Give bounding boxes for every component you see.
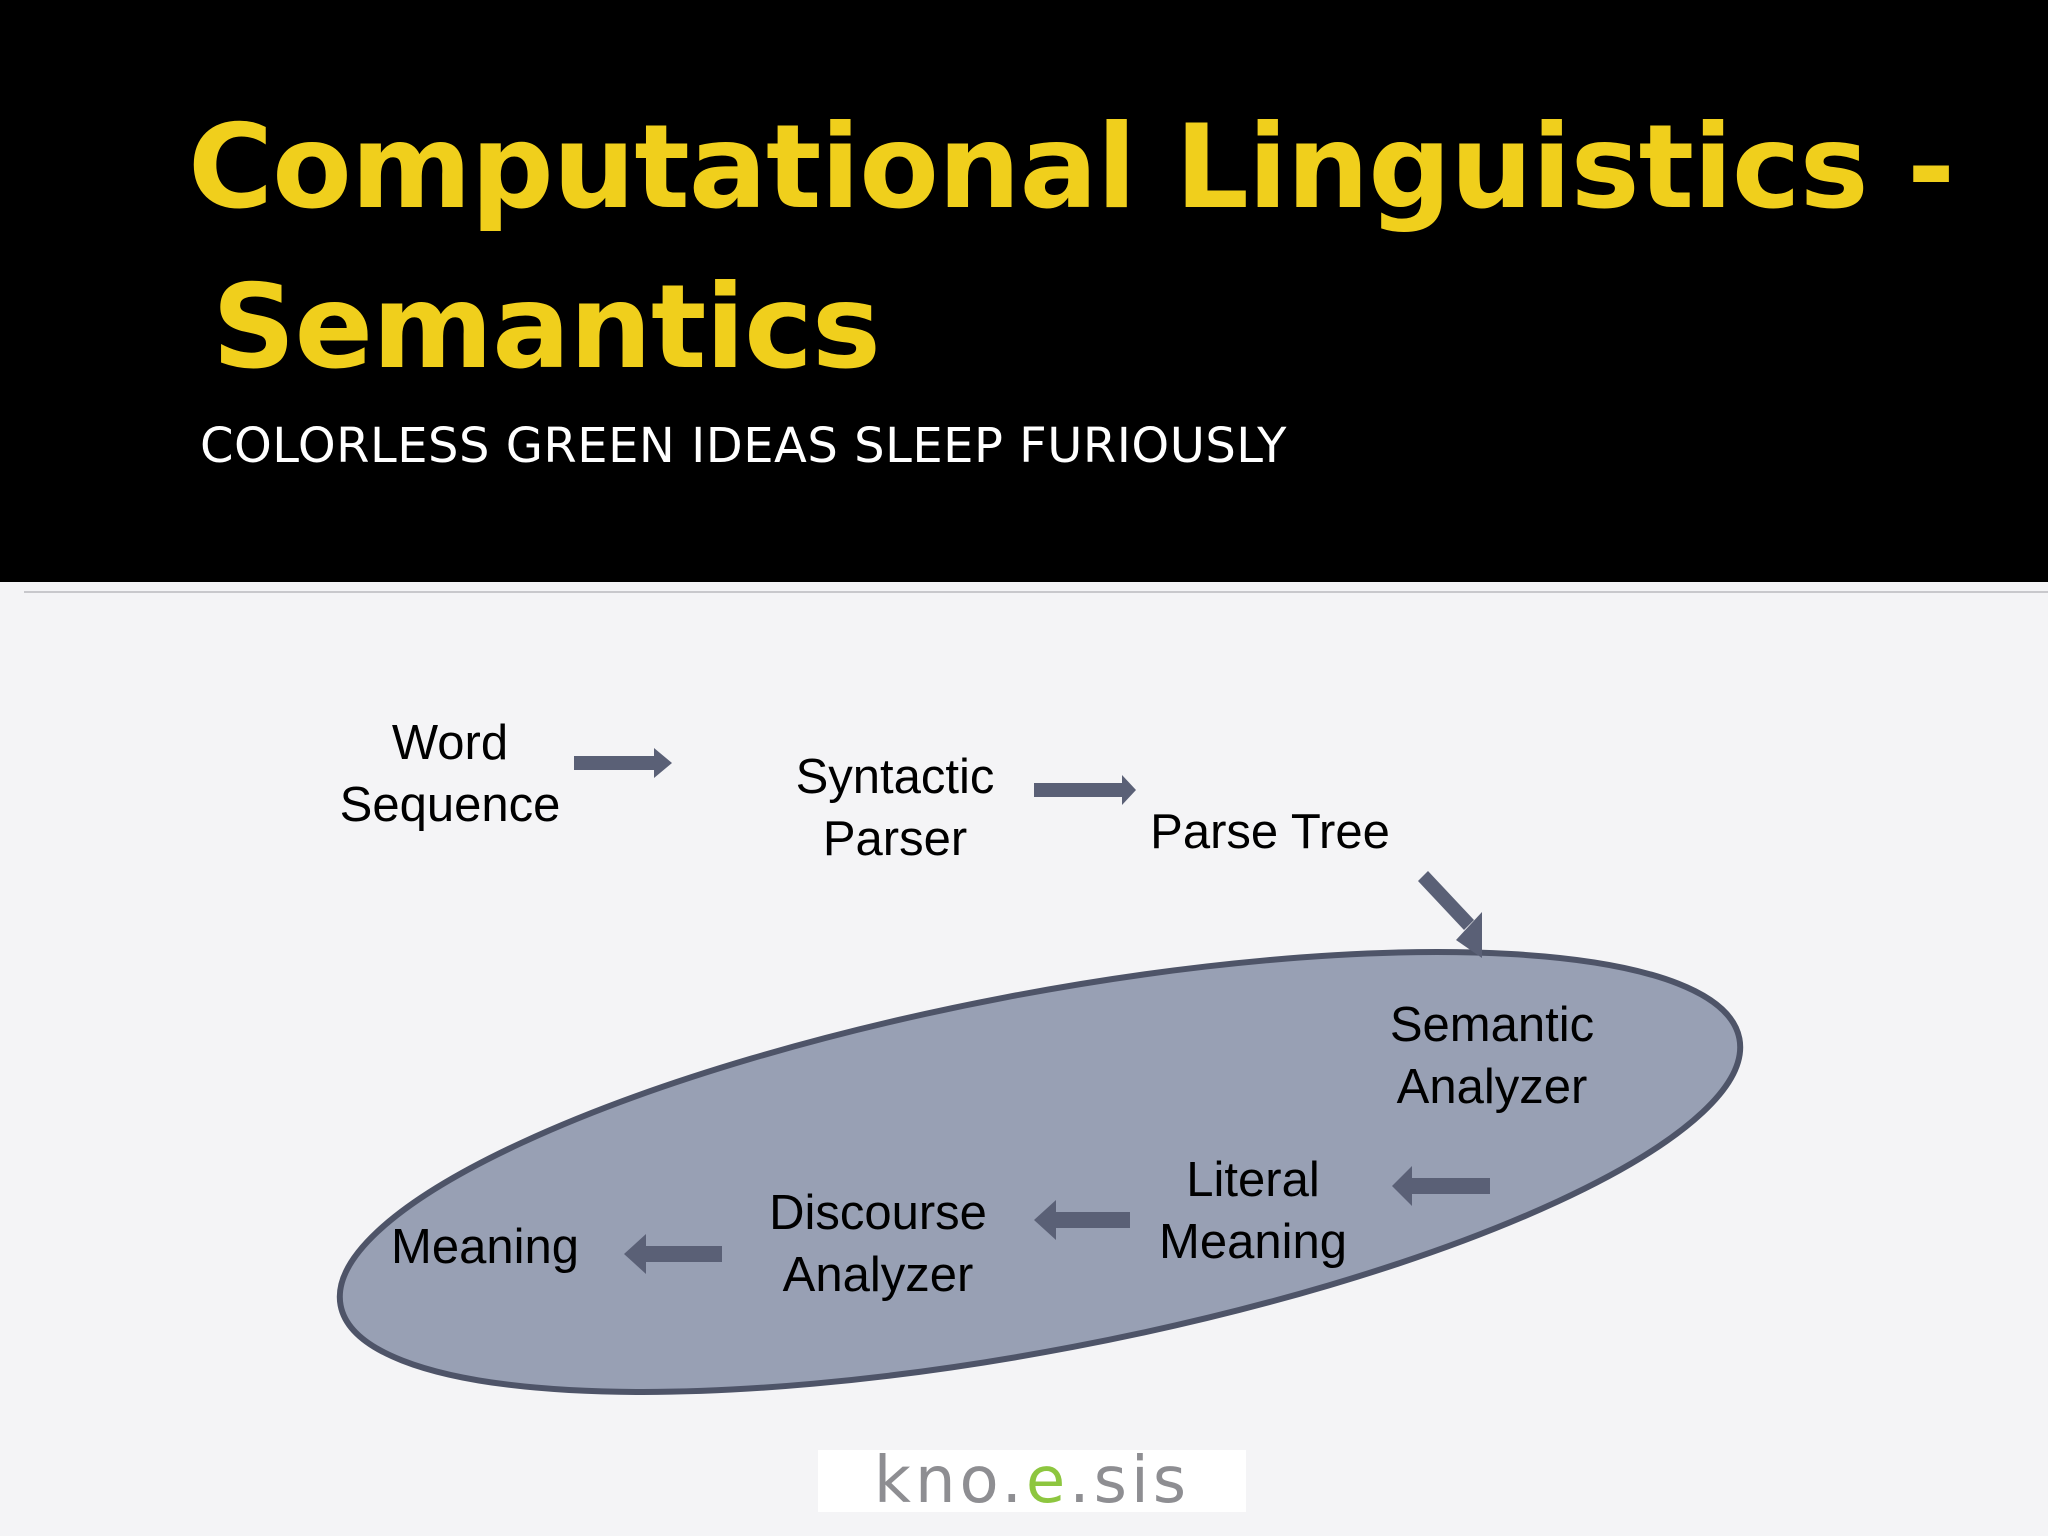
node-label: Analyzer bbox=[1396, 1060, 1588, 1114]
logo-text-start: kno. bbox=[873, 1444, 1026, 1518]
node-label: Word bbox=[391, 716, 509, 770]
logo-text-end: .sis bbox=[1069, 1444, 1191, 1518]
node-label: Syntactic bbox=[795, 750, 995, 804]
slide-title: Computational Linguistics - Semantics bbox=[188, 88, 1988, 408]
node-label: Discourse bbox=[769, 1186, 987, 1240]
slide-header: Computational Linguistics - Semantics CO… bbox=[0, 0, 2048, 582]
arrow-parser-to-tree bbox=[1034, 775, 1136, 805]
slide-subtitle: COLORLESS GREEN IDEAS SLEEP FURIOUSLY bbox=[200, 418, 1287, 474]
arrow-discourse-to-meaning bbox=[624, 1234, 722, 1274]
arrow-word-to-parser bbox=[574, 748, 672, 778]
node-syntactic-parser: Syntactic Parser bbox=[770, 746, 1020, 870]
node-label: Literal bbox=[1186, 1153, 1320, 1207]
arrow-literal-to-discourse bbox=[1034, 1200, 1130, 1240]
node-semantic-analyzer: Semantic Analyzer bbox=[1362, 994, 1622, 1118]
semantic-stage-ellipse bbox=[336, 949, 1744, 1395]
node-label: Meaning bbox=[391, 1220, 579, 1274]
node-label: Parse Tree bbox=[1150, 805, 1390, 859]
header-divider bbox=[24, 591, 2048, 593]
node-label: Parser bbox=[822, 812, 968, 866]
arrow-tree-to-semantic bbox=[1418, 871, 1482, 958]
node-label: Semantic bbox=[1389, 998, 1595, 1052]
node-label: Analyzer bbox=[782, 1248, 974, 1302]
knoesis-logo: kno.e.sis bbox=[818, 1449, 1246, 1513]
node-parse-tree: Parse Tree bbox=[1130, 801, 1410, 863]
node-word-sequence: Word Sequence bbox=[330, 712, 570, 836]
arrow-semantic-to-literal bbox=[1392, 1166, 1490, 1206]
node-literal-meaning: Literal Meaning bbox=[1140, 1149, 1366, 1273]
node-label: Sequence bbox=[339, 778, 561, 832]
node-discourse-analyzer: Discourse Analyzer bbox=[748, 1182, 1008, 1306]
slide-title-line-1: Computational Linguistics - bbox=[188, 100, 1955, 235]
node-meaning: Meaning bbox=[370, 1216, 600, 1278]
slide-title-line-2: Semantics bbox=[212, 260, 881, 395]
node-label: Meaning bbox=[1159, 1215, 1347, 1269]
logo-text-accent: e bbox=[1025, 1444, 1070, 1518]
